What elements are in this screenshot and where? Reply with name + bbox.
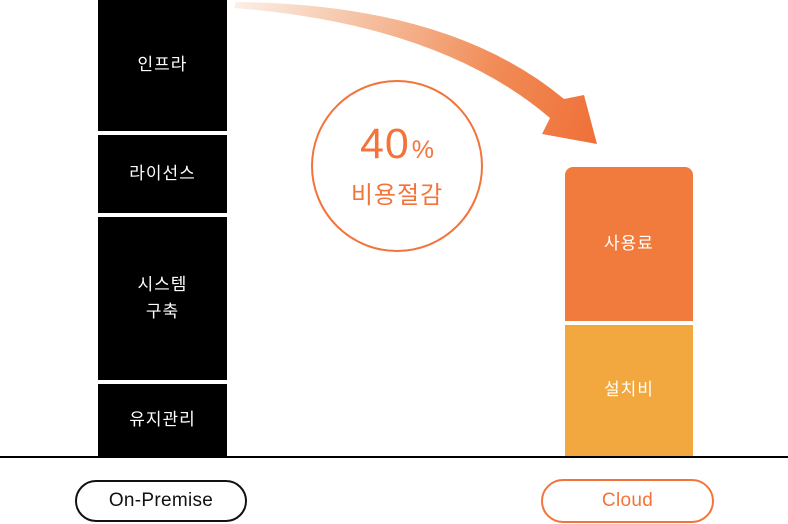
badge-caption: 비용절감: [350, 181, 444, 209]
on-premise-segment-maintenance: 유지관리: [98, 384, 227, 456]
badge-percent-unit: %: [411, 135, 435, 164]
badge-value: 40: [359, 119, 410, 168]
on-premise-segment-infra: 인프라: [98, 0, 227, 131]
segment-label: 인프라: [137, 55, 188, 75]
segment-label: 유지관리: [129, 409, 196, 429]
on-premise-category-pill: On-Premise: [75, 480, 247, 522]
cloud-category-pill: Cloud: [541, 479, 714, 523]
on-premise-segment-license: 라이선스: [98, 135, 227, 213]
cloud-segment-install-cost: 설치비: [565, 325, 693, 456]
segment-label: 시스템 구축: [137, 275, 188, 321]
on-premise-segment-system-build: 시스템 구축: [98, 217, 227, 380]
cloud-bar: 사용료 설치비: [565, 167, 693, 456]
segment-label: 사용료: [604, 233, 654, 253]
on-premise-category-label: On-Premise: [108, 490, 214, 511]
cloud-category-label: Cloud: [601, 490, 654, 511]
baseline-rule: [0, 456, 788, 458]
cloud-segment-usage-fee: 사용료: [565, 167, 693, 321]
on-premise-bar: 인프라 라이선스 시스템 구축 유지관리: [98, 0, 227, 456]
badge-value-row: 40 %: [359, 119, 435, 168]
segment-label: 설치비: [604, 380, 654, 400]
segment-label: 라이선스: [129, 163, 196, 183]
cost-savings-badge: 40 % 비용절감: [311, 80, 483, 252]
